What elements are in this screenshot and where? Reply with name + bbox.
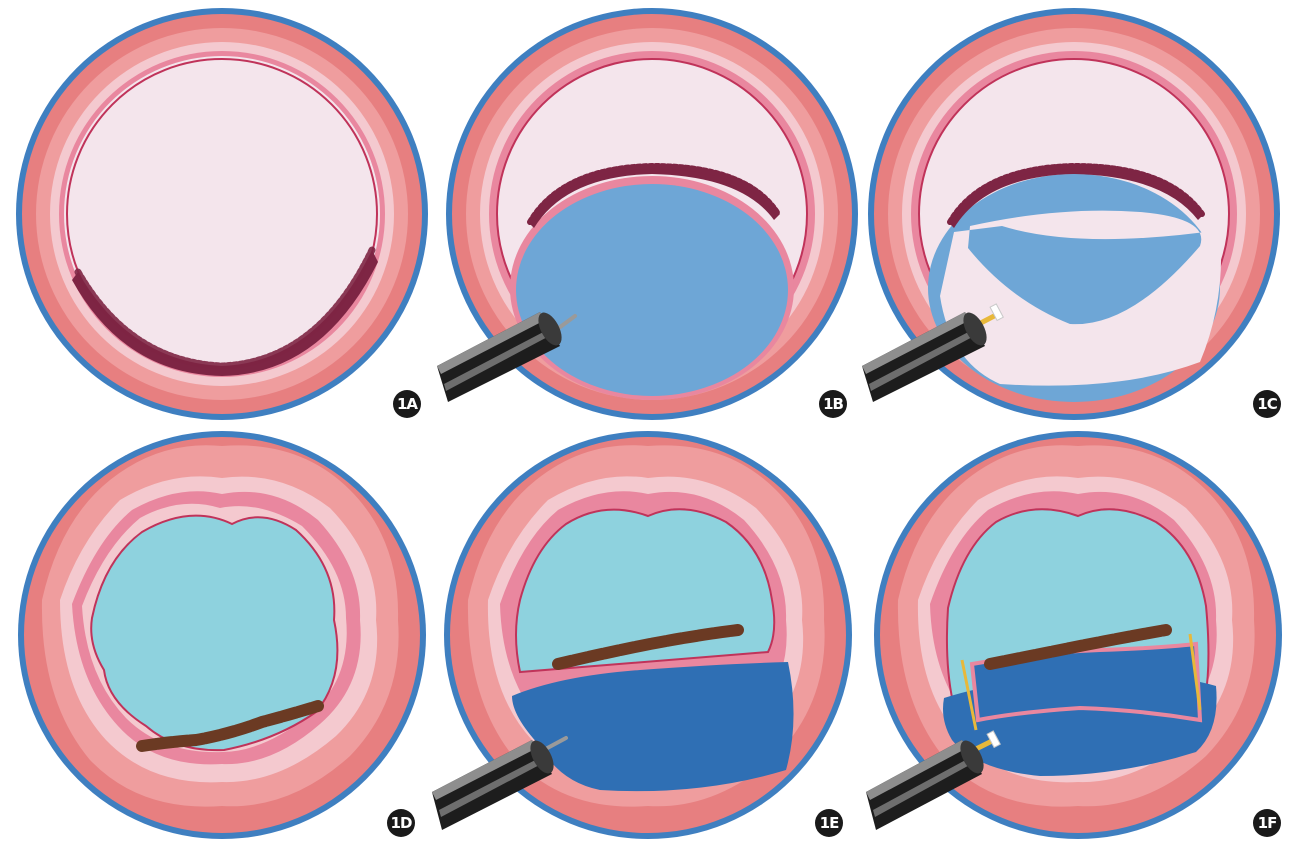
panel-label-text-1c: 1C bbox=[1257, 395, 1277, 413]
panel-label-1b: 1B bbox=[819, 390, 847, 418]
panel-1d: 1D bbox=[18, 431, 426, 839]
panel-label-text-1a: 1A bbox=[397, 395, 418, 413]
colon-wall-rings bbox=[16, 8, 428, 420]
panel-label-1e: 1E bbox=[815, 809, 843, 837]
panel-1a: 1A bbox=[16, 8, 428, 420]
panel-label-text-1f: 1F bbox=[1258, 814, 1277, 832]
panel-1f: 1F bbox=[866, 431, 1282, 839]
panel-label-1c: 1C bbox=[1253, 390, 1281, 418]
panel-label-1f: 1F bbox=[1253, 809, 1281, 837]
panel-label-1d: 1D bbox=[387, 809, 415, 837]
panel-label-text-1b: 1B bbox=[823, 395, 843, 413]
panel-label-1a: 1A bbox=[393, 390, 421, 418]
panel-1e: 1E bbox=[432, 431, 852, 839]
panel-label-text-1d: 1D bbox=[391, 814, 412, 832]
panel-1b: 1B bbox=[437, 8, 858, 420]
panel-label-text-1e: 1E bbox=[820, 814, 839, 832]
panel-1c: 1C bbox=[862, 8, 1281, 420]
